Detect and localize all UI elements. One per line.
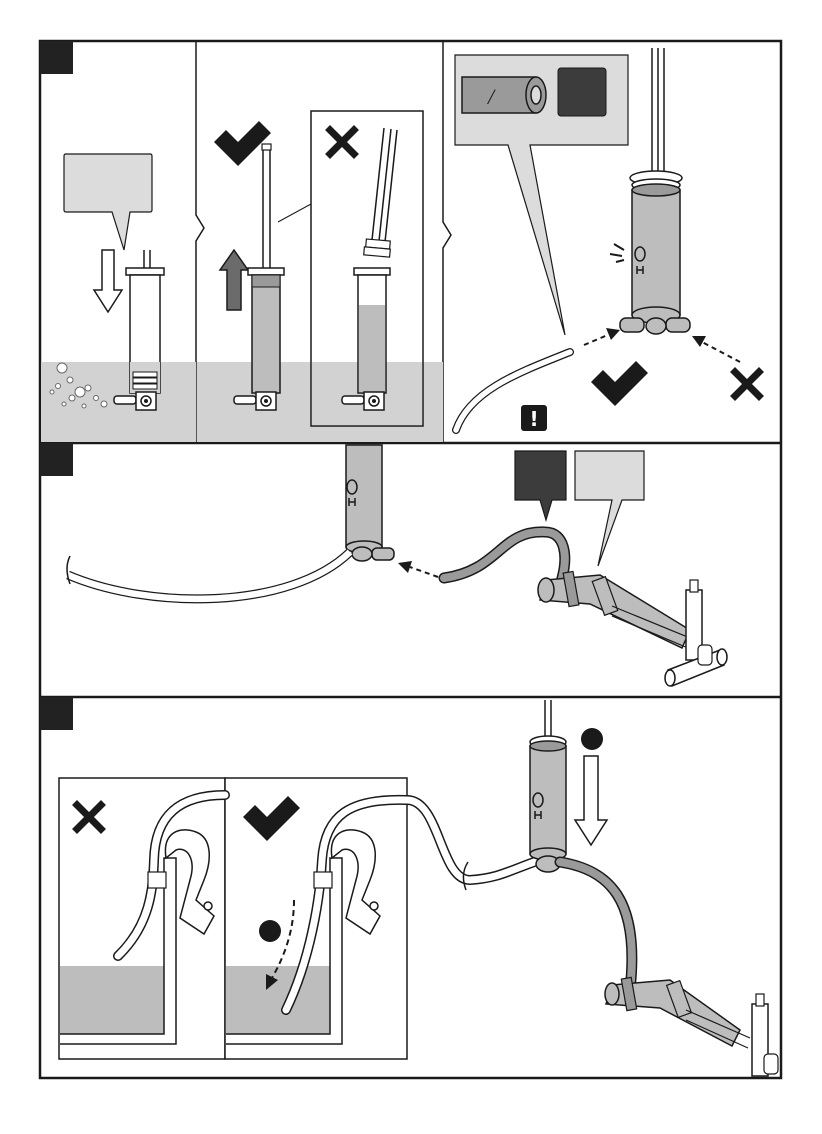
connect-arrow: [398, 561, 438, 577]
pump-cylinder-step-3: [530, 700, 566, 872]
step-1-badge: [40, 41, 73, 74]
air-hose-to-tank: [407, 800, 540, 880]
air-hose: [456, 352, 570, 430]
cross-mark-icon: [735, 372, 759, 396]
callout-bubble-dark: [515, 451, 566, 520]
callout-bubble: [64, 154, 152, 250]
tank-water: [60, 966, 164, 1034]
pump-hose-grey: [560, 862, 632, 990]
pump-hose-grey: [444, 532, 565, 578]
callout-bubble: [575, 451, 644, 566]
inset-pointer: [278, 204, 311, 222]
air-pump-device: [538, 571, 727, 686]
panel-separator: [443, 41, 451, 443]
exclamation-mark: !: [529, 407, 538, 431]
step-3-badge: [40, 697, 73, 730]
air-pump-device: [605, 977, 778, 1076]
pump-cylinder: [346, 445, 394, 561]
tube-end-detail: /: [462, 77, 546, 113]
air-hose: [456, 352, 570, 430]
push-down-arrow-icon: [94, 250, 122, 312]
check-mark-icon: [591, 361, 648, 406]
step-marker-dot: [581, 728, 603, 750]
step-2-badge: [40, 443, 73, 476]
connect-arrow-correct: [584, 328, 620, 345]
push-down-arrow-icon: [575, 756, 607, 845]
dark-color-swatch: [558, 68, 606, 116]
pump-hose-grey: [560, 862, 632, 990]
tank-water: [226, 966, 330, 1034]
connect-arrow-wrong: [692, 336, 740, 362]
lift-up-arrow-icon: [220, 250, 248, 310]
step-marker-dot: [259, 920, 281, 942]
